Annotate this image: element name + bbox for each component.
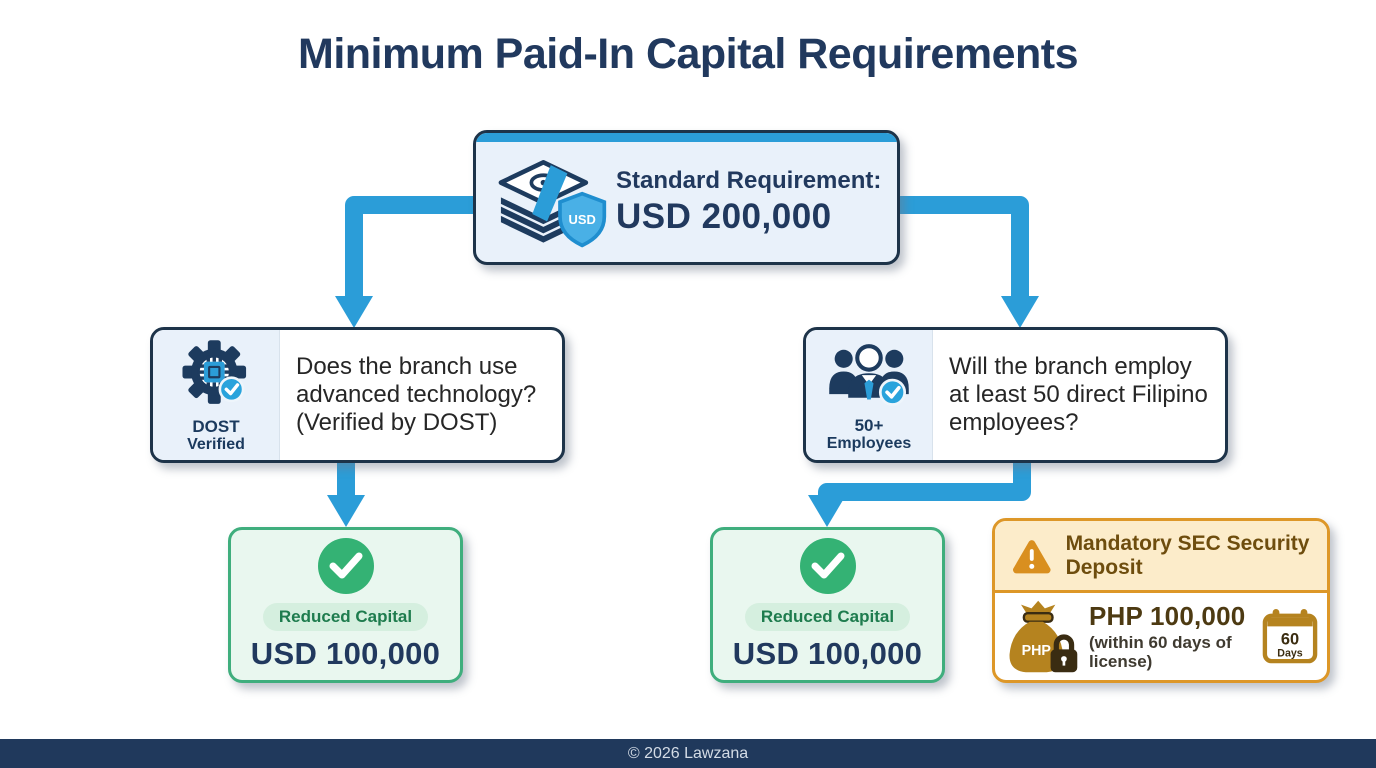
- employees-icon-panel: 50+ Employees: [806, 330, 933, 460]
- arrowhead-left-down-icon: [327, 495, 365, 527]
- outcome-box-technology: Reduced Capital USD 100,000: [228, 527, 463, 683]
- deposit-title: Mandatory SEC Security Deposit: [1065, 531, 1310, 579]
- connector-top-left: [345, 196, 473, 299]
- calendar-icon: 60 Days: [1262, 609, 1318, 664]
- deposit-header: Mandatory SEC Security Deposit: [995, 521, 1327, 593]
- employees-question-text: Will the branch employ at least 50 direc…: [949, 352, 1208, 437]
- employees-icon-label: 50+ Employees: [826, 415, 912, 452]
- money-stack-icon: USD: [498, 159, 607, 247]
- connector-top-right: [900, 196, 1029, 299]
- warning-icon: [1013, 539, 1051, 573]
- reduced-capital-amount: USD 100,000: [250, 636, 441, 671]
- deposit-condition: (within 60 days of license): [1089, 632, 1232, 671]
- reduced-capital-badge: Reduced Capital: [262, 603, 429, 631]
- svg-text:PHP: PHP: [1022, 643, 1052, 659]
- gear-chip-icon: [182, 340, 247, 404]
- box-accent-bar: [476, 133, 897, 142]
- question-box-employees: 50+ Employees Will the branch employ at …: [803, 327, 1228, 463]
- lock-icon: [1050, 634, 1078, 673]
- footer-bar: © 2026 Lawzana: [0, 739, 1376, 768]
- reduced-capital-amount: USD 100,000: [732, 636, 923, 671]
- money-band: [532, 164, 568, 221]
- technology-icon-label: DOST Verified: [187, 417, 245, 454]
- tie-shape: [864, 379, 874, 400]
- usd-shield-icon: USD: [558, 191, 607, 247]
- technology-question-text: Does the branch use advanced technology?…: [296, 352, 537, 437]
- deposit-amount: PHP 100,000: [1089, 601, 1246, 632]
- verified-badge-icon: [218, 376, 245, 403]
- deposit-body: PHP PHP 100,000 (within 60 days of licen…: [995, 593, 1327, 680]
- page-title: Minimum Paid-In Capital Requirements: [298, 30, 1079, 78]
- copyright-text: © 2026 Lawzana: [627, 744, 749, 762]
- arrowhead-top-right-icon: [1001, 296, 1039, 328]
- arrowhead-right-down-icon: [808, 495, 846, 527]
- employees-icon: [829, 343, 909, 406]
- check-circle-icon: [317, 538, 374, 594]
- standard-requirement-label: Standard Requirement:: [616, 166, 882, 194]
- money-bag-icon: PHP: [1009, 600, 1078, 673]
- reduced-capital-badge: Reduced Capital: [744, 603, 911, 631]
- standard-requirement-box: USD Standard Requirement: USD 200,000: [473, 130, 900, 265]
- security-deposit-box: Mandatory SEC Security Deposit PHP PHP 1…: [992, 518, 1330, 683]
- svg-text:USD: USD: [569, 212, 596, 227]
- outcome-box-employees: Reduced Capital USD 100,000: [710, 527, 945, 683]
- svg-text:60: 60: [1281, 631, 1299, 649]
- technology-icon-panel: DOST Verified: [153, 330, 280, 460]
- question-box-technology: DOST Verified Does the branch use advanc…: [150, 327, 565, 463]
- check-circle-icon: [799, 538, 856, 594]
- arrowhead-top-left-icon: [335, 296, 373, 328]
- standard-requirement-amount: USD 200,000: [616, 196, 832, 236]
- connector-right-down: [818, 461, 1031, 501]
- verified-badge-icon: [878, 378, 907, 406]
- svg-text:Days: Days: [1277, 647, 1302, 659]
